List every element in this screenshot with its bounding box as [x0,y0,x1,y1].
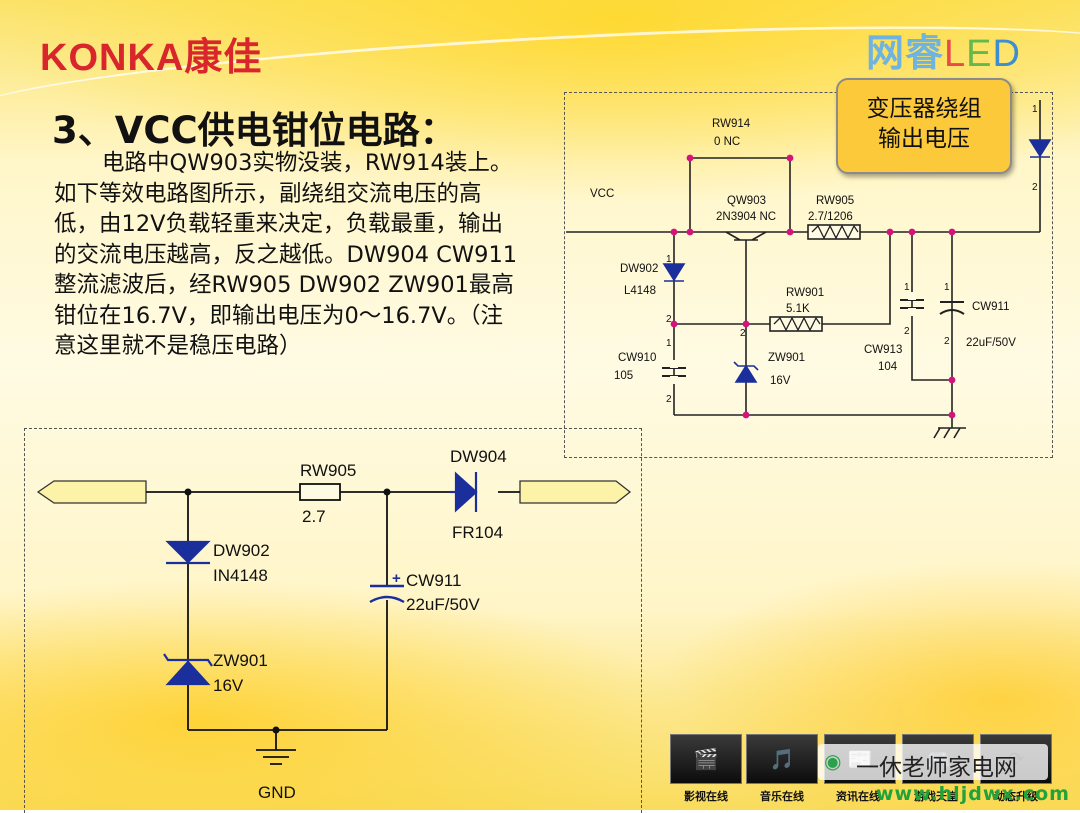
bottom-schematic: RW905 2.7 DW904 FR104 DW902 IN4148 CW911… [36,447,632,802]
partner-logo-d: D [992,33,1021,75]
label-cw911: CW911 [406,571,461,590]
pin-label: 1 [666,338,672,349]
transformer-output-callout: 变压器绕组 输出电压 [836,78,1012,174]
label-dw904-val: FR104 [452,523,503,542]
bottom-schematic-frame [24,428,642,813]
partner-logo-cn: 网睿 [866,33,945,75]
watermark: ◉ 一休老师家电网 [818,744,1048,781]
zw901-top-zener [734,364,758,383]
label-cw911-top-val: 22uF/50V [966,337,1016,349]
wechat-icon: ◉ [824,749,842,773]
cw911-capacitor [369,584,405,604]
rw905-top-resistor [807,224,861,240]
label-cw911-top: CW911 [972,301,1010,313]
thumb-movie[interactable]: 🎬 [670,734,742,784]
music-icon: 🎵 [769,747,795,771]
label-vcc: VCC [590,188,614,200]
dw902-top-diode [662,263,686,282]
pin-label: 2 [904,326,910,337]
input-terminal-arrow [36,480,147,504]
website-url: www.hljdwx.com [876,783,1070,805]
label-dw902-top-val: L4148 [624,285,656,297]
pin-label: 1 [666,254,672,265]
label-cw910: CW910 [618,352,656,364]
watermark-text: 一休老师家电网 [856,755,1017,781]
label-rw905-top-val: 2.7/1206 [808,211,853,223]
label-rw914: RW914 [712,118,751,130]
partner-logo-l: L [944,33,967,75]
thumb-caption: 游戏天堂 [914,790,958,803]
label-qw903: QW903 [727,195,766,207]
pin-label: 2 [740,328,746,339]
slide-paragraph: 电路中QW903实物没装，RW914装上。如下等效电路图所示，副绕组交流电压的高… [54,148,524,362]
label-zw901-top: ZW901 [768,352,805,364]
clapper-icon: 🎬 [693,747,719,771]
callout-line-1: 变压器绕组 [866,96,982,122]
label-dw902-top: DW902 [620,263,658,275]
callout-line-2: 输出电压 [878,126,970,152]
top-schematic-frame [564,92,1053,458]
label-cw910-val: 105 [614,370,633,382]
label-zw901: ZW901 [213,651,268,670]
qw903-transistor [725,231,767,241]
thumb-caption: 动态升级 [994,790,1038,803]
pin-label: 2 [944,336,950,347]
slide-title: 3、VCC供电钳位电路： [52,109,457,152]
label-cw911-val: 22uF/50V [406,595,480,614]
pin-label: 1 [1032,104,1038,115]
label-dw902-val: IN4148 [213,566,268,585]
dw904-diode [450,471,478,513]
rw905-resistor [299,483,341,501]
label-cw913-val: 104 [878,361,898,373]
label-rw905: RW905 [300,461,356,480]
thumb-caption: 资讯在线 [836,790,880,803]
label-rw901: RW901 [786,287,824,299]
output-terminal-arrow [519,480,632,504]
label-rw914-val: 0 NC [714,136,740,148]
label-rw905-top: RW905 [816,195,854,207]
label-cw913: CW913 [864,344,902,356]
pin-label: 1 [904,282,910,293]
top-schematic: RW914 0 NC VCC QW903 2N3904 NC RW905 2.7… [566,100,1052,439]
thumb-music[interactable]: 🎵 [746,734,818,784]
paragraph-text: 电路中QW903实物没装，RW914装上。如下等效电路图所示，副绕组交流电压的高… [54,150,518,359]
label-rw901-val: 5.1K [786,303,810,315]
pin-label: 1 [944,282,950,293]
partner-logo: 网睿LED [866,22,1021,77]
zw901-zener [163,653,213,686]
cw911-plus-sign: + [392,570,401,587]
label-dw902: DW902 [213,541,270,560]
konka-logo: KONKA康佳 [40,37,263,79]
pin-label: 2 [1032,182,1038,193]
label-zw901-val: 16V [213,676,244,695]
label-rw905-val: 2.7 [302,507,326,526]
pin-label: 2 [666,314,672,325]
label-zw901-top-val: 16V [770,375,791,387]
label-gnd: GND [258,783,296,802]
pin-label: 2 [666,394,672,405]
partner-logo-e: E [966,33,993,75]
transformer-diode [1028,139,1052,158]
thumb-caption: 音乐在线 [760,790,804,803]
rw901-resistor [769,316,823,332]
label-dw904: DW904 [450,447,507,466]
dw902-diode [165,540,211,565]
label-qw903-val: 2N3904 NC [716,211,776,223]
thumb-caption: 影视在线 [684,790,728,803]
